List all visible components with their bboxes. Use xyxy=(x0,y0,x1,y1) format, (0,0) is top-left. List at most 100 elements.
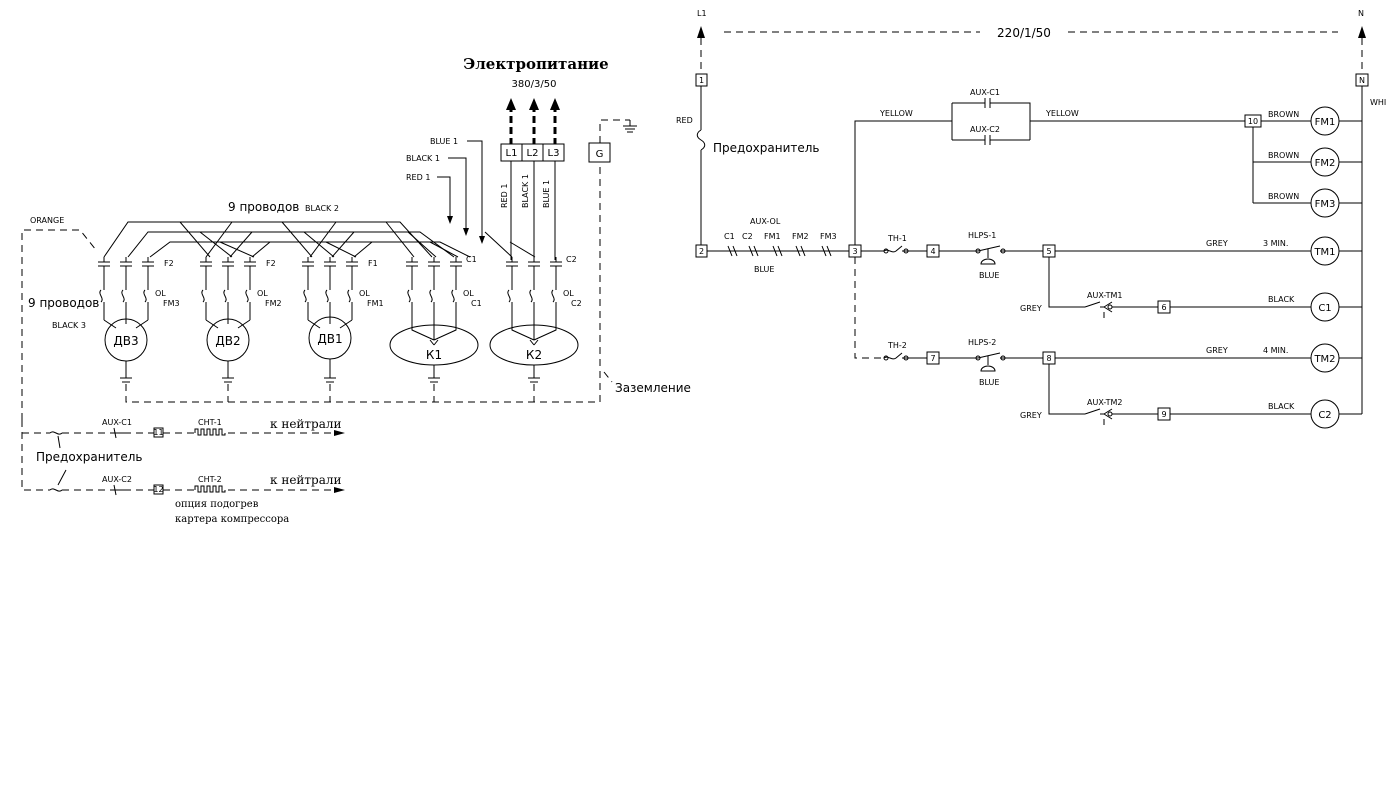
node-n: N xyxy=(1359,76,1365,85)
fan-fm1: FM1 xyxy=(1315,117,1336,128)
contactor-block xyxy=(98,257,562,320)
grey-label-1: GREY xyxy=(1206,239,1228,248)
heater-option-line1: опция подогрев xyxy=(175,499,259,510)
fm-label-fm1: FM1 xyxy=(367,299,384,308)
th1-label: TH-1 xyxy=(887,234,907,243)
fm-label-fm2: FM2 xyxy=(265,299,282,308)
ol-label-2: OL xyxy=(257,289,268,298)
compressor-k1: К1 xyxy=(426,348,442,362)
wires-label-left: 9 проводов xyxy=(28,296,99,310)
chain-fm1: FM1 xyxy=(764,232,781,241)
fuse-label-f2-b: F2 xyxy=(266,259,276,268)
hlps2-blue: BLUE xyxy=(979,378,999,387)
brown-label-2: BROWN xyxy=(1268,151,1299,160)
fuse-label-f2-a: F2 xyxy=(164,259,174,268)
node-8: 8 xyxy=(1046,354,1051,363)
terminal-ground: G xyxy=(596,149,604,160)
node-10: 10 xyxy=(1248,117,1258,126)
wire-red1-vertical: RED 1 xyxy=(500,184,509,208)
control-fuse-label: Предохранитель xyxy=(713,141,820,155)
yellow-label-1: YELLOW xyxy=(879,109,913,118)
node-2: 2 xyxy=(699,247,704,256)
hlps1-blue: BLUE xyxy=(979,271,999,280)
compressor-k2: К2 xyxy=(526,348,542,362)
ol-c2-label: C2 xyxy=(571,299,582,308)
timer2-minutes: 4 MIN. xyxy=(1263,346,1288,355)
terminal-l1: L1 xyxy=(506,148,518,159)
heater2-to-neutral: к нейтрали xyxy=(270,473,342,487)
heater2-cht: CHT-2 xyxy=(198,475,222,484)
heater-option-line2: картера компрессора xyxy=(175,514,289,525)
grey-label-4: GREY xyxy=(1020,411,1042,420)
wire-black1-label: BLACK 1 xyxy=(406,154,440,163)
heater2-aux: AUX-C2 xyxy=(102,475,132,484)
motor-dv1: ДВ1 xyxy=(317,332,342,346)
brown-label-1: BROWN xyxy=(1268,110,1299,119)
contactor-coil-c1: C1 xyxy=(1318,303,1331,314)
aux-c2-label: AUX-C2 xyxy=(970,125,1000,134)
contactor-coil-c2: C2 xyxy=(1318,410,1331,421)
wire-blue1-vertical: BLUE 1 xyxy=(542,180,551,208)
fm-label-fm3: FM3 xyxy=(163,299,180,308)
chain-c2: C2 xyxy=(742,232,753,241)
orange-label: ORANGE xyxy=(30,216,64,225)
power-circuit: Электропитание 380/3/50 L1 L2 L3 G RED 1… xyxy=(21,55,691,525)
wires-label-top: 9 проводов xyxy=(228,200,299,214)
aux-tm1-label: AUX-TM1 xyxy=(1087,291,1122,300)
heater1-to-neutral: к нейтрали xyxy=(270,417,342,431)
timer1-minutes: 3 MIN. xyxy=(1263,239,1288,248)
heater-fuse-label: Предохранитель xyxy=(36,450,143,464)
ol-label-5: OL xyxy=(563,289,574,298)
hlps2-label: HLPS-2 xyxy=(968,338,996,347)
chain-c1: C1 xyxy=(724,232,735,241)
control-supply: 220/1/50 xyxy=(997,26,1051,40)
node-7: 7 xyxy=(930,354,935,363)
ol-label-1: OL xyxy=(155,289,166,298)
brown-label-3: BROWN xyxy=(1268,192,1299,201)
ol-c1-label: C1 xyxy=(471,299,482,308)
chain-fm3: FM3 xyxy=(820,232,837,241)
th2-label: TH-2 xyxy=(887,341,907,350)
hlps1-label: HLPS-1 xyxy=(968,231,996,240)
ground-label: Заземление xyxy=(615,381,691,395)
ol-label-4: OL xyxy=(463,289,474,298)
red-label: RED xyxy=(676,116,693,125)
power-supply-rating: 380/3/50 xyxy=(512,79,557,90)
yellow-label-2: YELLOW xyxy=(1045,109,1079,118)
motor-dv3: ДВ3 xyxy=(113,334,138,348)
power-title: Электропитание xyxy=(463,55,608,73)
wires-label-top-color: BLACK 2 xyxy=(305,204,339,213)
timer-tm1: TM1 xyxy=(1313,247,1335,258)
wires-label-left-color: BLACK 3 xyxy=(52,321,86,330)
wire-blue1-label: BLUE 1 xyxy=(430,137,458,146)
timer-tm2: TM2 xyxy=(1313,354,1335,365)
grey-label-3: GREY xyxy=(1206,346,1228,355)
control-circuit: L1 N 220/1/50 1 RED Предохранитель N WHI… xyxy=(676,9,1386,429)
fuse-label-f1: F1 xyxy=(368,259,378,268)
wire-black1-vertical: BLACK 1 xyxy=(521,174,530,208)
aux-c1-label: AUX-C1 xyxy=(970,88,1000,97)
node-1: 1 xyxy=(699,76,704,85)
heater2-num: 12 xyxy=(153,485,163,494)
node-5: 5 xyxy=(1046,247,1051,256)
n-label: N xyxy=(1358,9,1364,18)
aux-ol-label: AUX-OL xyxy=(750,217,781,226)
fan-fm3: FM3 xyxy=(1315,199,1336,210)
black-label-2: BLACK xyxy=(1268,402,1295,411)
fan-fm2: FM2 xyxy=(1315,158,1336,169)
terminal-l3: L3 xyxy=(548,148,560,159)
blue-label: BLUE xyxy=(754,265,774,274)
l1-label: L1 xyxy=(697,9,707,18)
chain-fm2: FM2 xyxy=(792,232,809,241)
wire-red1-label: RED 1 xyxy=(406,173,430,182)
node-9: 9 xyxy=(1161,410,1166,419)
terminal-l2: L2 xyxy=(527,148,539,159)
heater1-num: 11 xyxy=(153,428,163,437)
motor-dv2: ДВ2 xyxy=(215,334,240,348)
heater1-aux: AUX-C1 xyxy=(102,418,132,427)
grey-label-2: GREY xyxy=(1020,304,1042,313)
node-3: 3 xyxy=(852,247,857,256)
contactor-label-c2: C2 xyxy=(566,255,577,264)
node-6: 6 xyxy=(1161,303,1166,312)
